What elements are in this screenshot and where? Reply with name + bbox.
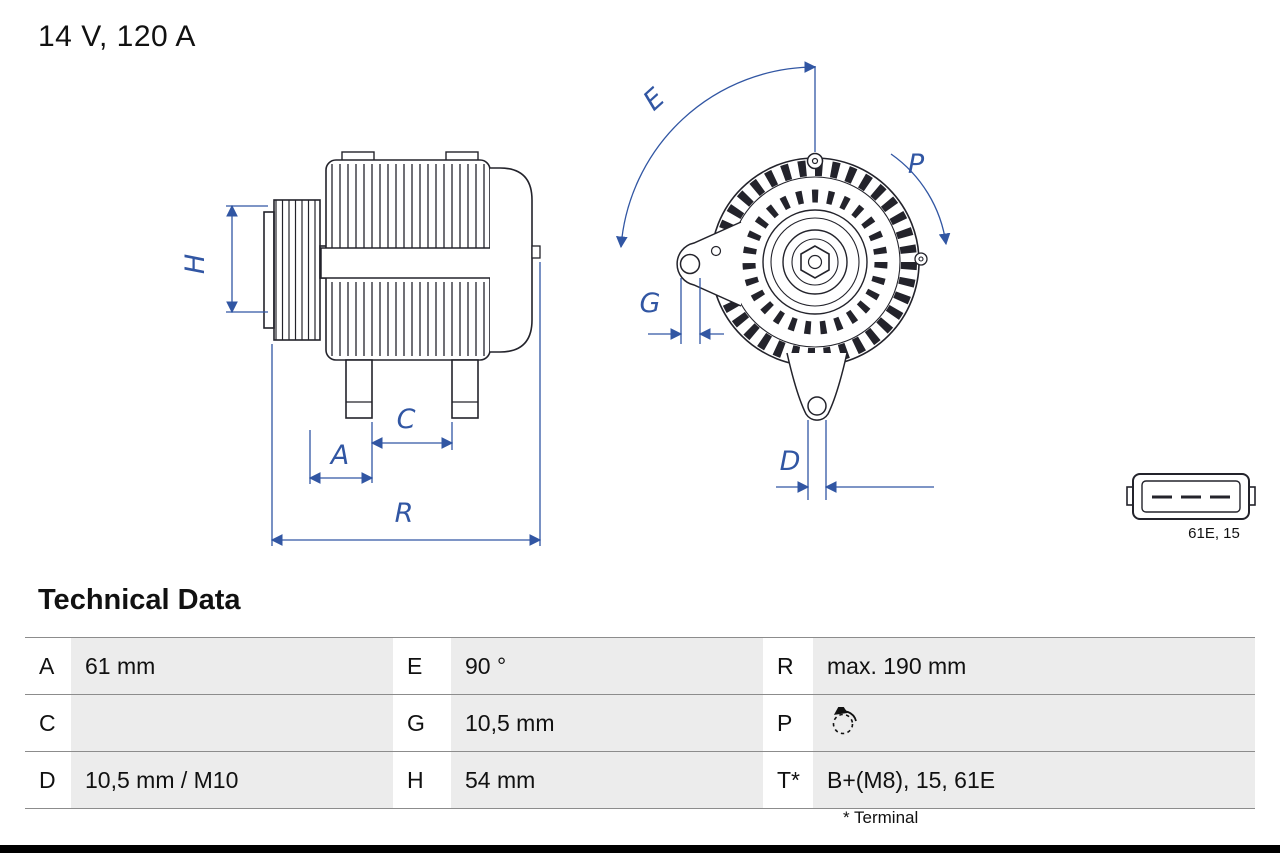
spec-value-d: 10,5 mm / M10 [71, 752, 393, 808]
bottom-bar [0, 845, 1280, 853]
dimension-label-d: D [780, 446, 801, 477]
connector-icon [1126, 473, 1256, 520]
dimension-label-a: A [329, 440, 349, 471]
technical-data-heading: Technical Data [38, 584, 241, 616]
spec-value-h: 54 mm [451, 752, 763, 808]
spec-label-r: R [777, 652, 794, 679]
dimension-label-c: C [397, 404, 416, 435]
spec-value-p [813, 695, 1255, 751]
spec-label-e: E [407, 652, 423, 679]
spec-label-d: D [39, 766, 56, 793]
bottom-lug [786, 352, 848, 421]
alternator-body [320, 151, 541, 419]
dimension-label-p: P [908, 149, 925, 180]
spec-label-t: T* [777, 766, 800, 793]
spec-value-a: 61 mm [71, 638, 393, 694]
spec-label-g: G [407, 709, 425, 736]
spec-value-g: 10,5 mm [451, 695, 763, 751]
pulley [263, 199, 327, 341]
front-view-dimensions [615, 61, 951, 500]
spec-label-h: H [407, 766, 424, 793]
side-view-dimensions [226, 204, 542, 546]
rotation-direction-icon [832, 707, 857, 735]
page-title: 14 V, 120 A [38, 20, 196, 53]
spec-value-t: B+(M8), 15, 61E [813, 752, 1255, 808]
spec-value-c [71, 695, 393, 751]
spec-label-c: C [39, 709, 56, 736]
shaft-nut [800, 245, 830, 279]
spec-value-e: 90 ° [451, 638, 763, 694]
alternator-technical-drawing: H C A R [180, 61, 1256, 546]
dimension-label-e: E [638, 82, 671, 116]
dimension-label-g: G [640, 288, 661, 319]
spec-value-r: max. 190 mm [813, 638, 1255, 694]
technical-data-table: A 61 mm E 90 ° R max. 190 mm C G 10,5 mm… [25, 637, 1255, 809]
dimension-label-h: H [180, 254, 211, 274]
alternator-side-view [263, 151, 541, 419]
connector-label: 61E, 15 [1188, 525, 1240, 542]
table-row: C G 10,5 mm P [25, 694, 1255, 751]
alternator-front-view [676, 152, 928, 421]
table-row: D 10,5 mm / M10 H 54 mm T* B+(M8), 15, 6… [25, 751, 1255, 808]
dimension-label-r: R [395, 498, 414, 529]
terminal-footnote: * Terminal [843, 808, 919, 827]
table-row: A 61 mm E 90 ° R max. 190 mm [25, 637, 1255, 694]
spec-label-a: A [39, 652, 55, 679]
spec-label-p: P [777, 709, 793, 736]
